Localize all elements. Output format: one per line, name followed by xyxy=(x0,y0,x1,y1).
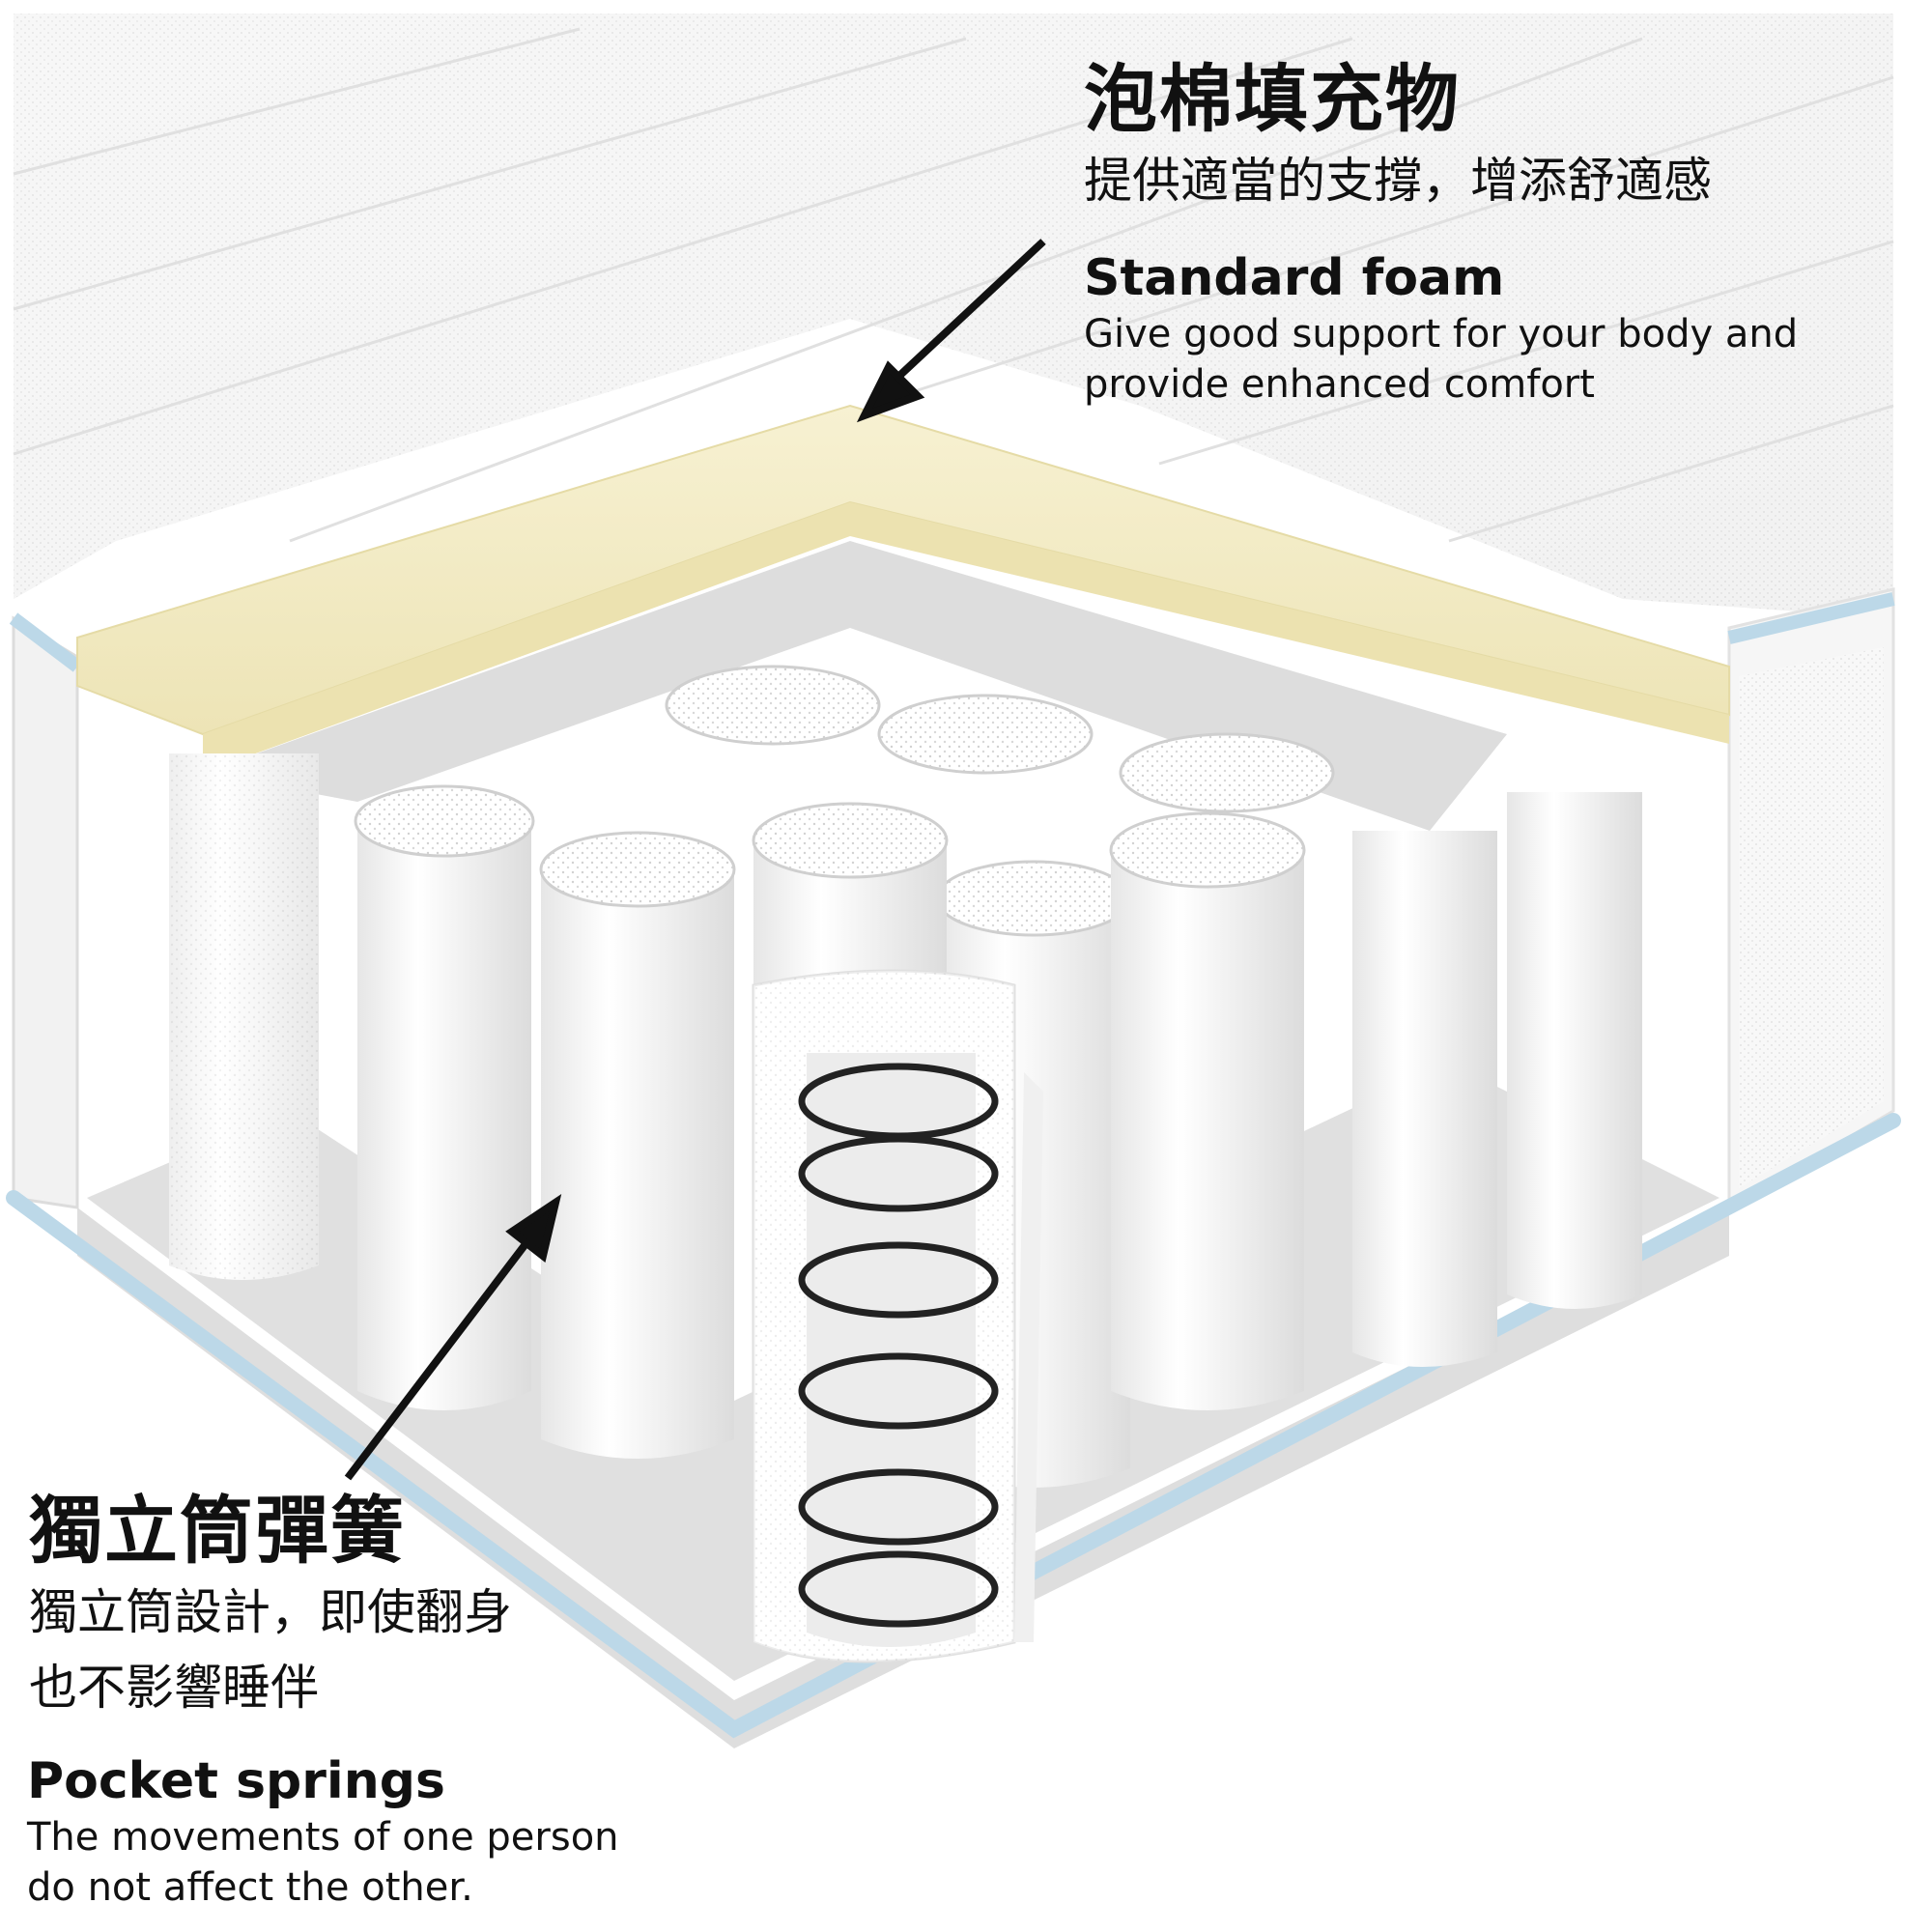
springs-desc-zh-line2: 也不影響睡伴 xyxy=(29,1660,319,1716)
foam-desc-en-line1: Give good support for your body and xyxy=(1084,312,1799,356)
felt-pad-layer xyxy=(203,541,1507,831)
springs-desc-en-line2: do not affect the other. xyxy=(27,1865,473,1910)
springs-callout-zh: 獨立筒彈簧 獨立筒設計，即使翻身 也不影響睡伴 xyxy=(29,1488,802,1725)
springs-arrow-icon xyxy=(344,1194,562,1481)
foam-title-zh: 泡棉填充物 xyxy=(1084,56,1461,142)
springs-desc-zh-line1: 獨立筒設計，即使翻身 xyxy=(29,1584,512,1640)
quilting-lines xyxy=(13,27,1894,543)
mattress-left-side xyxy=(12,615,79,1209)
springs-desc-en-line1: The movements of one person xyxy=(27,1815,619,1860)
foam-front-face xyxy=(203,502,1729,773)
mattress-top-texture xyxy=(14,14,1893,618)
springs-title-zh: 獨立筒彈簧 xyxy=(29,1488,406,1574)
foam-callout: 泡棉填充物 提供適當的支撐，增添舒適感 Standard foam Give g… xyxy=(1084,56,1915,410)
foam-arrow-icon xyxy=(856,239,1046,423)
piping-edge xyxy=(6,1113,1901,1739)
foam-desc-zh: 提供適當的支撐，增添舒適感 xyxy=(1084,153,1712,209)
foam-title-en: Standard foam xyxy=(1084,249,1505,307)
springs-callout-en: Pocket springs The movements of one pers… xyxy=(27,1750,800,1913)
springs-title-en: Pocket springs xyxy=(27,1752,445,1810)
foam-desc-en-line2: provide enhanced comfort xyxy=(1084,362,1595,407)
spring-row-back xyxy=(665,665,1335,813)
coil-spring-icon xyxy=(798,1063,999,1628)
